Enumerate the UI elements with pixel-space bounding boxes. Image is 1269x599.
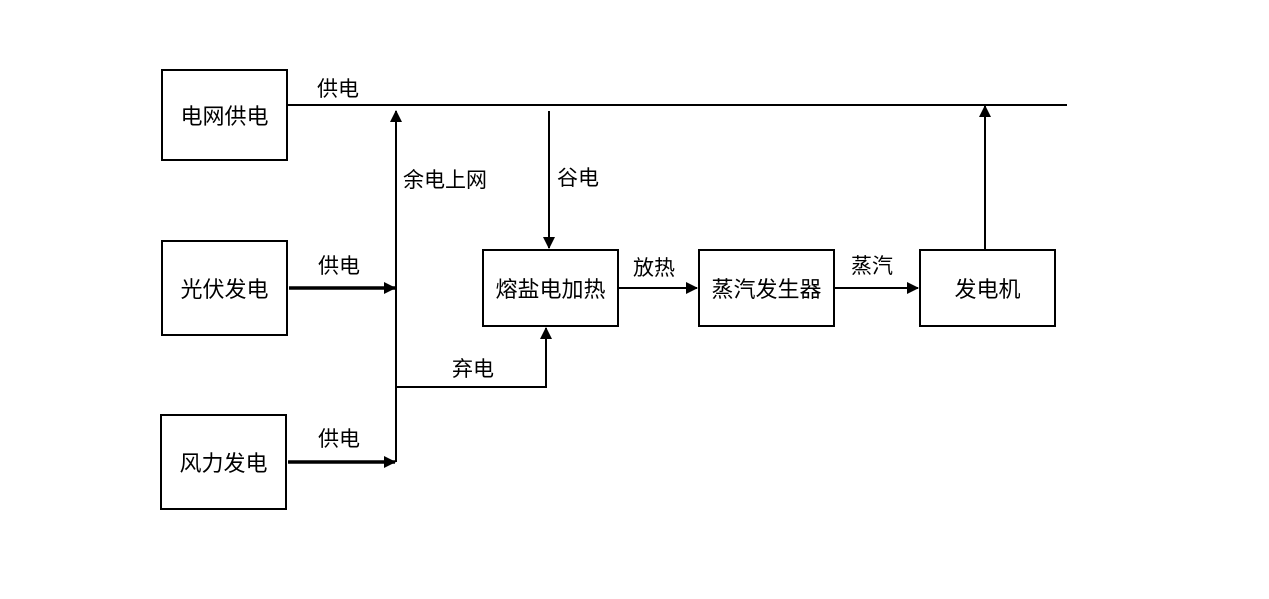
- grid-supply-label: 供电: [317, 77, 359, 101]
- molten-salt-heater-node: 熔盐电加热: [482, 249, 619, 327]
- pv-supply-label: 供电: [318, 254, 360, 278]
- grid-supply-node: 电网供电: [161, 69, 288, 161]
- steam-label: 蒸汽: [851, 254, 893, 278]
- wind-supply-label: 供电: [318, 427, 360, 451]
- generator-node: 发电机: [919, 249, 1056, 327]
- surplus-to-grid-label: 余电上网: [403, 168, 487, 192]
- wind-generation-node: 风力发电: [160, 414, 287, 510]
- valley-power-label: 谷电: [557, 166, 599, 190]
- heat-release-label: 放热: [633, 256, 675, 280]
- curtailed-power-arrow: [396, 327, 552, 388]
- pv-generation-node: 光伏发电: [161, 240, 288, 336]
- curtailed-power-label: 弃电: [452, 357, 494, 381]
- steam-generator-node: 蒸汽发生器: [698, 249, 835, 327]
